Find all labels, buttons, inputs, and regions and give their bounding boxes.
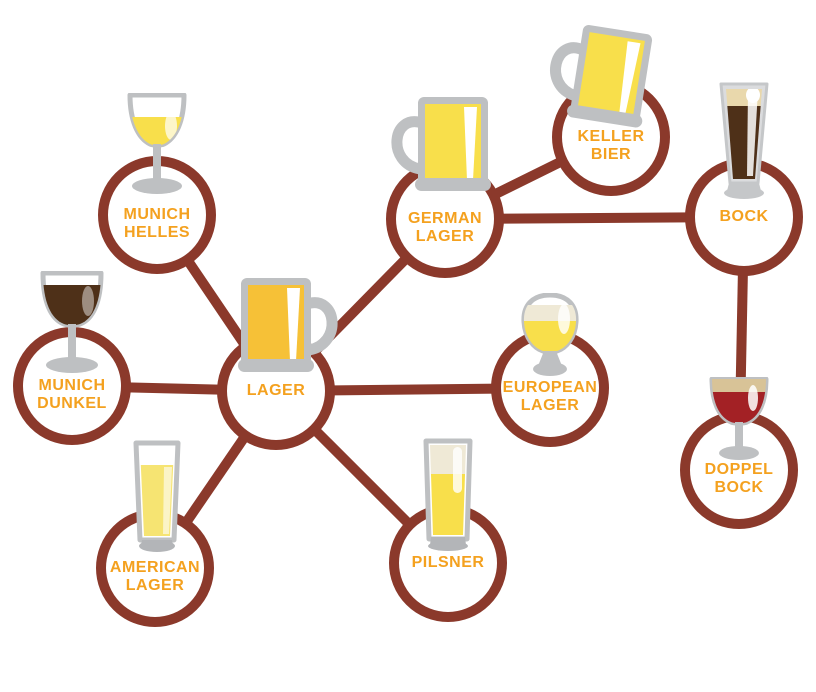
tall-yellow-icon <box>418 438 478 551</box>
node-label-line: BOCK <box>714 479 764 496</box>
node-label-line: LAGER <box>520 397 580 414</box>
node-label-line: PILSNER <box>411 554 485 571</box>
mug-left-icon <box>388 95 492 195</box>
node-label-line: LAGER <box>246 382 306 399</box>
goblet-brown-icon <box>38 270 106 375</box>
node-label-line: MUNICH <box>38 377 106 394</box>
mug-tilted-icon <box>542 21 654 129</box>
node-label-line: LAGER <box>415 228 475 245</box>
node-label-line: AMERICAN <box>109 559 201 576</box>
bock-glass-icon <box>712 82 776 200</box>
node-label-line: DUNKEL <box>37 395 107 412</box>
node-label-bock: BOCK <box>685 208 803 226</box>
node-label-line: MUNICH <box>123 206 191 223</box>
node-label-line: HELLES <box>123 224 191 241</box>
node-label-line: EUROPEAN <box>502 379 598 396</box>
node-label-line: BOCK <box>719 208 769 225</box>
node-label-line: KELLER <box>577 128 645 145</box>
wine-yellow-icon <box>125 92 189 197</box>
node-label-line: GERMAN <box>407 210 483 227</box>
node-label-line: BIER <box>590 146 632 163</box>
tulip-yellow-icon <box>517 292 583 377</box>
node-label-pilsner: PILSNER <box>389 554 507 572</box>
tall-pale-icon <box>128 440 186 552</box>
mug-right-icon <box>237 276 341 376</box>
node-label-lager: LAGER <box>217 382 335 400</box>
node-label-line: LAGER <box>125 577 185 594</box>
node-label-line: DOPPEL <box>704 461 774 478</box>
wine-red-icon <box>708 376 770 463</box>
